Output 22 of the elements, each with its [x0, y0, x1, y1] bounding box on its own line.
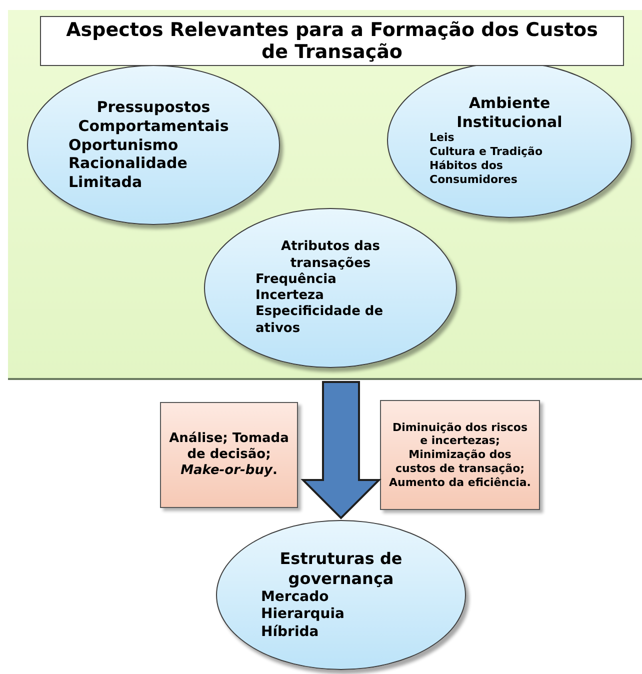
list-item: Especificidade de ativos	[256, 304, 384, 337]
note-text: Diminuição dos riscos e incertezas; Minimização dos custos de transação; Aumento da eficiência.	[388, 420, 532, 490]
block-arrow	[300, 381, 382, 520]
note-box	[380, 400, 540, 510]
heading-text: Pressupostos Comportamentais	[77, 98, 230, 136]
note-text: Análise; Tomada de decisão; Make-or-buy.	[168, 430, 290, 480]
list-item: Cultura e Tradição	[430, 145, 544, 159]
list-item: Frequência	[256, 272, 338, 288]
heading-text: Ambiente Institucional	[456, 94, 564, 132]
list-item: Incerteza	[256, 288, 325, 304]
note-box	[160, 402, 298, 508]
list-item: Mercado	[261, 588, 330, 606]
list-item: Híbrida	[261, 624, 320, 642]
title-box: Aspectos Relevantes para a Formação dos Custos de Transação	[40, 16, 624, 66]
background-panel	[8, 10, 642, 380]
list-item: Hábitos dos Consumidores	[430, 158, 518, 186]
list-item: Oportunismo	[68, 136, 180, 154]
heading-text: Estruturas de governança	[278, 548, 404, 589]
list-item: Leis	[430, 131, 456, 145]
heading-text: Atributos das transações	[280, 239, 381, 272]
list-item: Hierarquia	[261, 606, 346, 624]
list-item: Racionalidade Limitada	[68, 154, 188, 192]
